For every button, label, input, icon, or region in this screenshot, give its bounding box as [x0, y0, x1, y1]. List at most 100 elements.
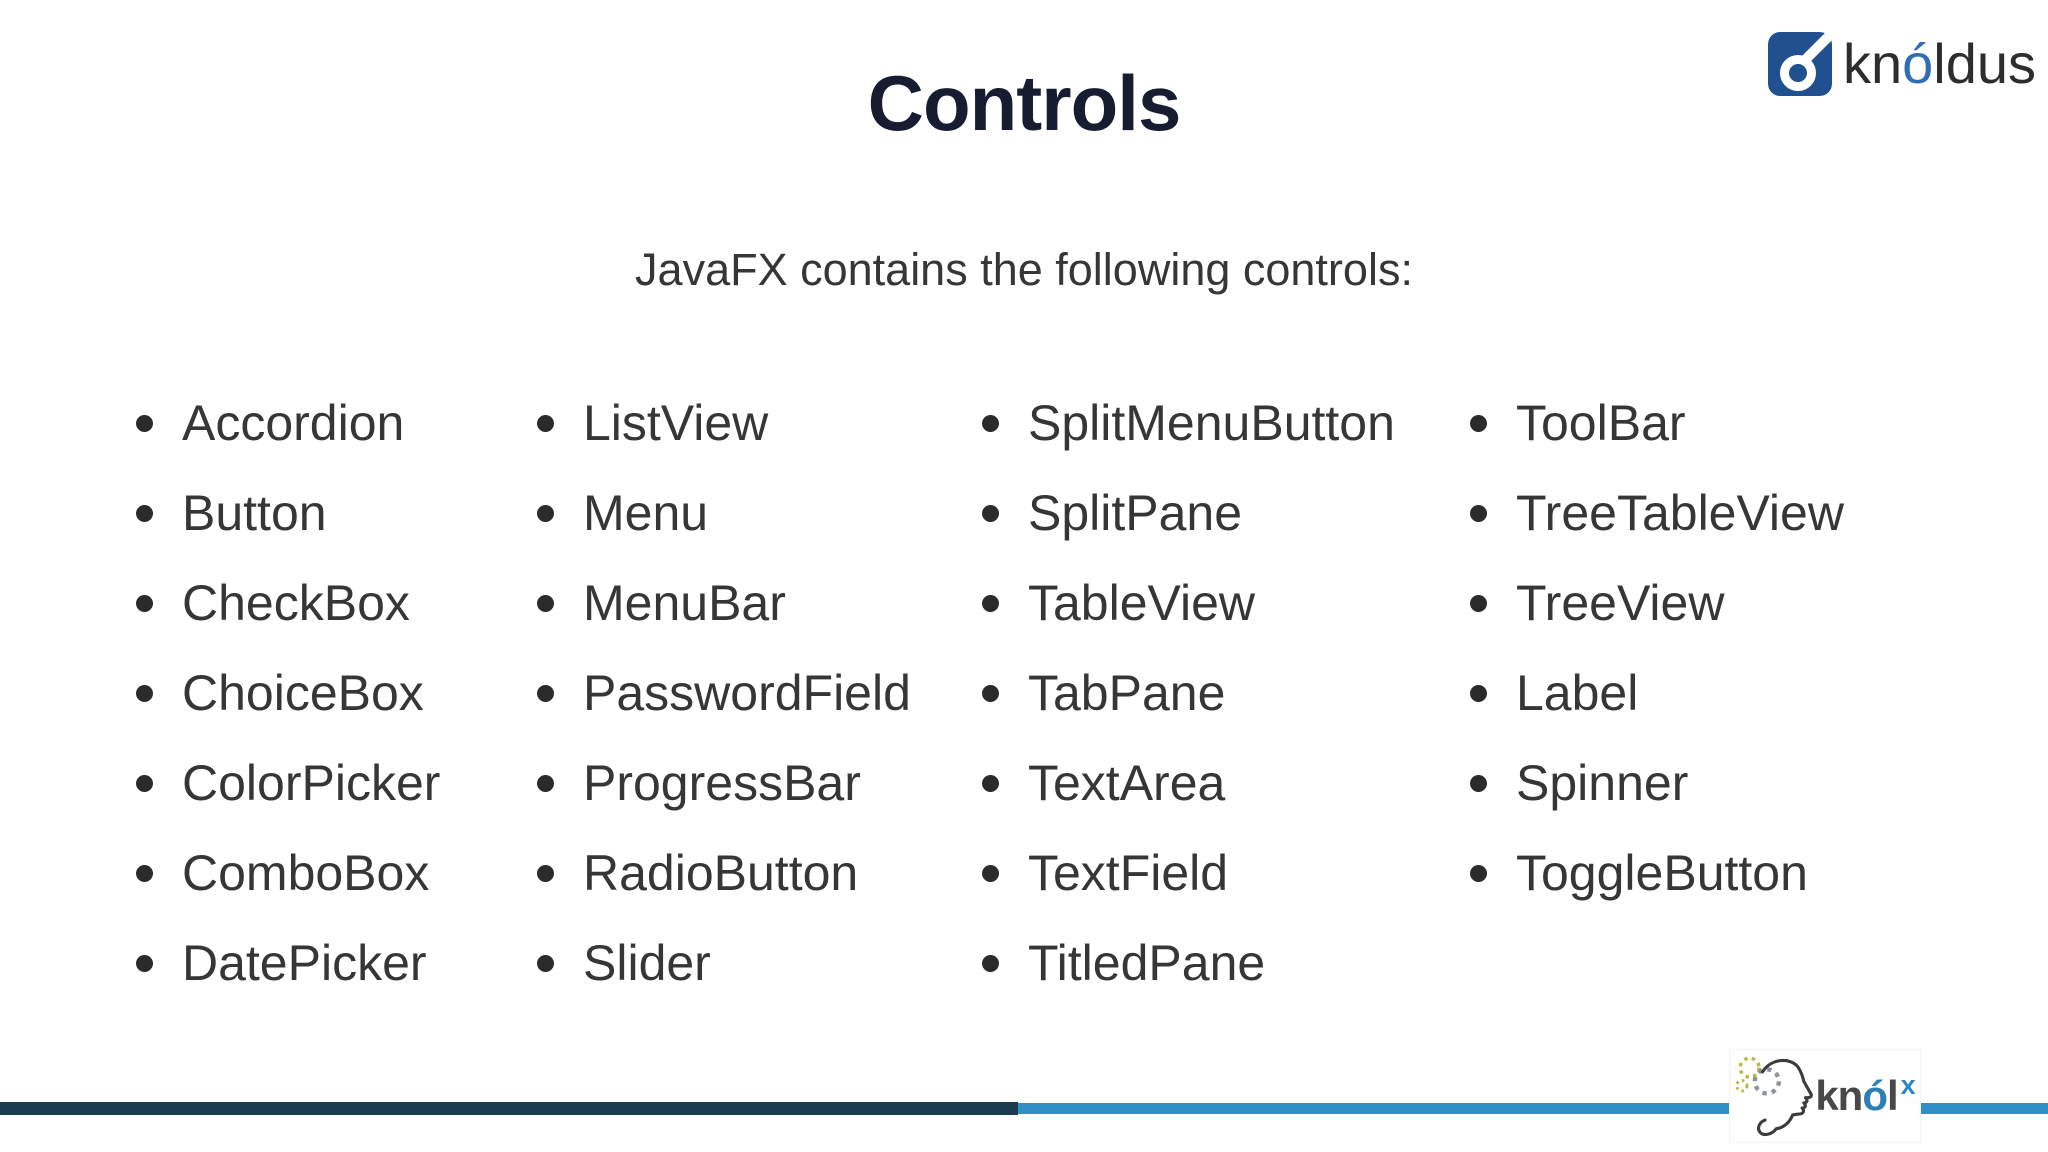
bullet-dot-icon: [1470, 594, 1487, 612]
bullet-dot-icon: [1470, 864, 1487, 882]
list-item-label: MenuBar: [583, 575, 786, 631]
list-item-label: ToolBar: [1516, 395, 1686, 451]
bullet-dot-icon: [537, 504, 554, 522]
list-item-label: PasswordField: [583, 665, 911, 721]
list-item: PasswordField: [537, 648, 911, 738]
list-item: ListView: [537, 378, 911, 468]
page-title: Controls: [867, 59, 1182, 147]
list-item-label: ColorPicker: [182, 755, 441, 811]
list-item-label: ChoiceBox: [182, 665, 424, 721]
list-item-label: TitledPane: [1028, 935, 1266, 991]
list-item-label: RadioButton: [583, 845, 859, 901]
subtitle: JavaFX contains the following controls:: [635, 244, 1413, 295]
list-item-label: ToggleButton: [1516, 845, 1808, 901]
knoldus-wordmark: knóldus: [1843, 36, 2036, 92]
list-item-label: SplitPane: [1028, 485, 1243, 541]
list-item: TreeTableView: [1470, 468, 1844, 558]
list-item-label: TableView: [1028, 575, 1256, 631]
bullet-dot-icon: [537, 594, 554, 612]
list-item: ColorPicker: [136, 738, 440, 828]
bullet-dot-icon: [982, 504, 999, 522]
list-item: TextArea: [982, 738, 1395, 828]
bullet-dot-icon: [982, 864, 999, 882]
list-item: TextField: [982, 828, 1395, 918]
list-item: Spinner: [1470, 738, 1844, 828]
knolx-wordmark-accent: ó: [1862, 1072, 1888, 1119]
list-item: DatePicker: [136, 918, 440, 1008]
knolx-wordmark-post: l: [1886, 1072, 1899, 1119]
list-item-label: Label: [1516, 665, 1639, 721]
list-item: CheckBox: [136, 558, 440, 648]
list-item: TabPane: [982, 648, 1395, 738]
bullet-dot-icon: [136, 954, 153, 972]
bullet-dot-icon: [537, 954, 554, 972]
list-item-label: TextArea: [1028, 755, 1226, 811]
bullet-dot-icon: [537, 684, 554, 702]
bullet-dot-icon: [537, 414, 554, 432]
list-item-label: ComboBox: [182, 845, 430, 901]
knoldus-wordmark-post: ldus: [1933, 32, 2036, 95]
bullet-dot-icon: [1470, 684, 1487, 702]
list-item: TitledPane: [982, 918, 1395, 1008]
bullet-dot-icon: [136, 864, 153, 882]
list-item: Menu: [537, 468, 911, 558]
list-item: ChoiceBox: [136, 648, 440, 738]
bullet-dot-icon: [136, 774, 153, 792]
bullet-dot-icon: [537, 774, 554, 792]
list-item: Label: [1470, 648, 1844, 738]
list-item: TreeView: [1470, 558, 1844, 648]
bullet-dot-icon: [136, 684, 153, 702]
bullet-dot-icon: [982, 774, 999, 792]
list-item-label: CheckBox: [182, 575, 410, 631]
list-item-label: DatePicker: [182, 935, 427, 991]
footer-bar-dark: [0, 1102, 1018, 1115]
list-item-label: TabPane: [1028, 665, 1226, 721]
list-item-label: Spinner: [1516, 755, 1689, 811]
list-item: ToolBar: [1470, 378, 1844, 468]
list-item-label: Button: [182, 485, 327, 541]
knoldus-wordmark-accent: ó: [1902, 32, 1934, 95]
list-item: SplitPane: [982, 468, 1395, 558]
list-item: Accordion: [136, 378, 440, 468]
list-item: ComboBox: [136, 828, 440, 918]
bullet-dot-icon: [136, 414, 153, 432]
knoldus-wordmark-pre: kn: [1842, 32, 1903, 95]
footer-bar-blue: [1018, 1103, 2048, 1114]
head-gears-icon: [1735, 1056, 1814, 1137]
bullet-dot-icon: [136, 504, 153, 522]
list-item: SplitMenuButton: [982, 378, 1395, 468]
list-item: Button: [136, 468, 440, 558]
bullet-dot-icon: [982, 414, 999, 432]
bullet-dot-icon: [537, 864, 554, 882]
bullet-dot-icon: [136, 594, 153, 612]
knolx-superscript: x: [1900, 1070, 1916, 1100]
bullet-dot-icon: [982, 594, 999, 612]
bullet-dot-icon: [982, 954, 999, 972]
list-item-label: TextField: [1028, 845, 1229, 901]
list-item-label: Menu: [583, 485, 709, 541]
list-item: TableView: [982, 558, 1395, 648]
knoldus-o-icon: [1767, 32, 1832, 96]
list-item-label: TreeView: [1516, 575, 1725, 631]
list-item-label: Slider: [583, 935, 711, 991]
list-item: ToggleButton: [1470, 828, 1844, 918]
bullet-dot-icon: [1470, 774, 1487, 792]
bullet-dot-icon: [982, 684, 999, 702]
list-item: ProgressBar: [537, 738, 911, 828]
list-item-label: ProgressBar: [583, 755, 861, 811]
list-item: MenuBar: [537, 558, 911, 648]
list-item-label: ListView: [583, 395, 769, 451]
bullet-dot-icon: [1470, 414, 1487, 432]
knolx-wordmark-pre: kn: [1815, 1072, 1863, 1119]
knoldus-logo: knóldus: [1767, 32, 2036, 96]
list-item-label: Accordion: [182, 395, 405, 451]
list-item-label: SplitMenuButton: [1028, 395, 1395, 451]
list-item: RadioButton: [537, 828, 911, 918]
